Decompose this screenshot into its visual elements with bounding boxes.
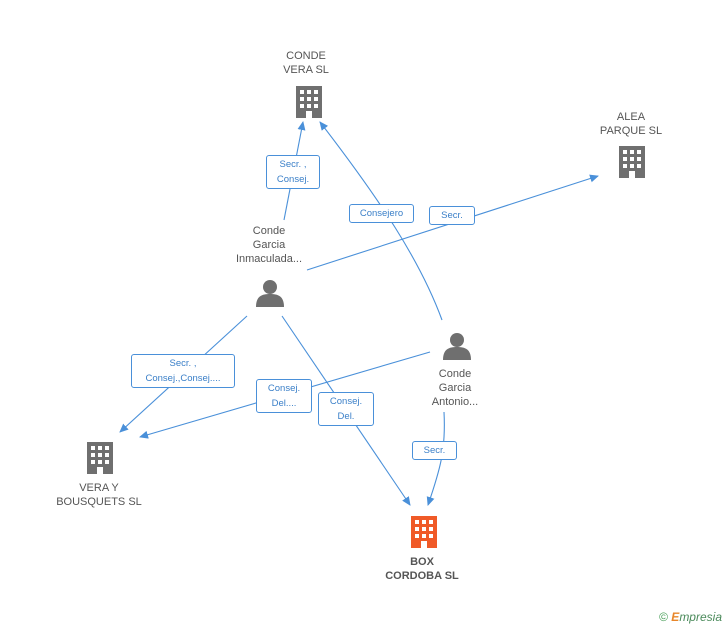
node-box-cordoba-label[interactable]: BOX CORDOBA SL xyxy=(372,555,472,583)
node-label-line: Garcia xyxy=(252,239,286,251)
node-label-line: PARQUE SL xyxy=(599,125,663,137)
edge-label-inmaculada-conde-vera[interactable]: Secr. , Consej. xyxy=(266,155,320,189)
building-icon xyxy=(411,516,437,548)
node-conde-vera-label[interactable]: CONDE VERA SL xyxy=(276,49,336,77)
empresia-watermark: © Empresia xyxy=(659,610,722,624)
edge-label-line: Secr. xyxy=(423,445,446,456)
node-label-line: Inmaculada... xyxy=(235,253,303,265)
node-inmaculada-label[interactable]: Conde Garcia Inmaculada... xyxy=(224,224,314,266)
node-antonio-label[interactable]: Conde Garcia Antonio... xyxy=(412,367,498,409)
node-label-line: Antonio... xyxy=(431,396,479,408)
node-label-line: BOUSQUETS SL xyxy=(56,496,142,508)
node-label-line: ALEA xyxy=(616,111,646,123)
edge-label-line: Consej. xyxy=(276,174,310,185)
node-label-line: Garcia xyxy=(438,382,472,394)
edge-label-line: Secr. xyxy=(441,210,463,221)
edge-label-line: Consej. xyxy=(267,383,301,394)
edge-label-line: Secr. , xyxy=(169,358,197,369)
edge-label-antonio-conde-vera[interactable]: Consejero xyxy=(349,204,414,223)
building-icon xyxy=(87,442,113,474)
edge-label-line: Consej. xyxy=(329,396,363,407)
person-icon xyxy=(256,280,284,307)
node-label-line: CORDOBA SL xyxy=(385,570,459,582)
edge-antonio-conde-vera xyxy=(319,121,443,321)
edge-label-antonio-vera[interactable]: Consej. Del.... xyxy=(256,379,312,413)
node-label-line: VERA Y xyxy=(79,482,119,494)
node-label-line: VERA SL xyxy=(283,64,329,76)
node-alea-parque-label[interactable]: ALEA PARQUE SL xyxy=(592,110,670,138)
brand-logo-letter: E xyxy=(671,610,680,624)
copyright-icon: © xyxy=(659,610,668,624)
edge-label-line: Del.... xyxy=(271,398,297,409)
node-label-line: BOX xyxy=(410,556,434,568)
building-icon xyxy=(296,86,322,118)
edge-label-inmaculada-vera[interactable]: Secr. , Consej.,Consej.... xyxy=(131,354,235,388)
edge-label-line: Consejero xyxy=(359,208,404,219)
edge-label-inmaculada-alea[interactable]: Secr. xyxy=(429,206,475,225)
building-icon xyxy=(619,146,645,178)
person-icon xyxy=(443,333,471,360)
edge-label-line: Del. xyxy=(337,411,355,422)
node-label-line: Conde xyxy=(438,368,472,380)
edge-label-antonio-box[interactable]: Secr. xyxy=(412,441,457,460)
edge-label-inmaculada-box[interactable]: Consej. Del. xyxy=(318,392,374,426)
node-vera-bousquets-label[interactable]: VERA Y BOUSQUETS SL xyxy=(47,481,151,509)
node-label-line: Conde xyxy=(252,225,286,237)
edge-label-line: Consej.,Consej.... xyxy=(145,373,221,384)
edge-label-line: Secr. , xyxy=(279,159,307,170)
brand-logo-text: mpresia xyxy=(679,610,722,624)
node-label-line: CONDE xyxy=(286,50,326,62)
